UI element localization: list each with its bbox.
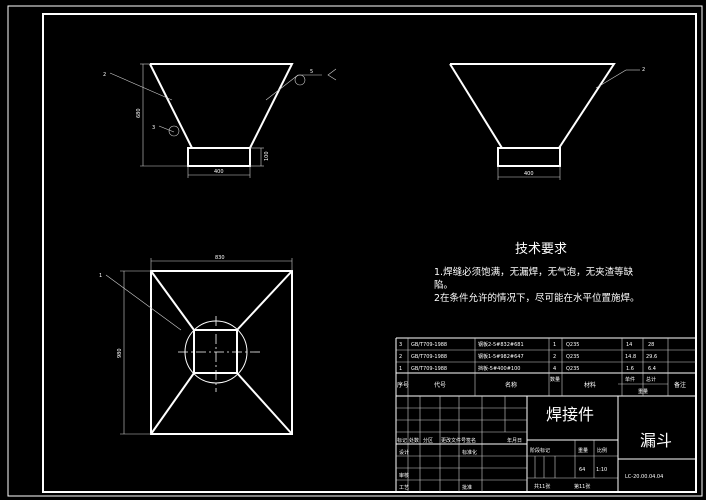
top-outer-rect xyxy=(150,270,293,435)
requirement-line-3: 2在条件允许的情况下，尽可能在水平位置施焊。 xyxy=(434,292,640,304)
height-dim: 680 xyxy=(136,108,142,118)
assembly-name: 焊接件 xyxy=(546,405,594,424)
bom-row-2-total: 29.6 xyxy=(646,354,657,360)
drawing-number: LC-20.00.04.04 xyxy=(625,474,663,480)
tb-label-design: 设计 xyxy=(399,449,409,456)
top-view: 830 980 1 xyxy=(99,255,293,435)
tb-label-scale: 比例 xyxy=(597,447,607,454)
bom-row-3-material: Q235 xyxy=(566,342,579,348)
bom-row-2-no: 2 xyxy=(399,354,402,360)
top-inner-square xyxy=(193,329,238,374)
requirement-line-1: 1.焊缝必须饱满，无漏焊，无气泡，无夹渣等缺 xyxy=(434,266,634,278)
tb-label-process: 工艺 xyxy=(399,485,409,491)
tb-label-standard: 标准化 xyxy=(462,449,477,456)
bom-row-1-unit: 1.6 xyxy=(626,366,634,372)
bom-header-code: 代号 xyxy=(434,381,446,389)
callout-3: 3 xyxy=(152,125,155,131)
bom-table: 3 GB/T709-1988 钢板2-5#832#681 1 Q235 14 2… xyxy=(395,337,696,492)
bom-row-1-qty: 4 xyxy=(553,366,556,372)
tb-label-count: 处数 xyxy=(409,437,419,444)
side-height-dim: 980 xyxy=(117,348,123,358)
tb-weight-value: 64 xyxy=(579,467,585,473)
bom-row-1-material: Q235 xyxy=(566,366,579,372)
tb-label-check: 审核 xyxy=(399,472,409,479)
bom-row-3-qty: 1 xyxy=(553,342,556,348)
tb-label-sign: 签名 xyxy=(466,437,476,444)
callout-5: 5 xyxy=(310,69,313,75)
bom-row-2-name: 钢板1-5#982#647 xyxy=(478,353,524,360)
bom-header-name: 名称 xyxy=(505,381,517,389)
bom-row-1-code: GB/T709-1988 xyxy=(411,366,447,372)
part-name: 漏斗 xyxy=(640,431,672,450)
funnel-neck xyxy=(187,147,251,167)
tb-sheet-no: 第11张 xyxy=(574,483,590,490)
inner-frame xyxy=(42,13,697,493)
bom-header-qty: 数量 xyxy=(550,376,560,383)
tb-sheets-total: 共11张 xyxy=(534,483,550,490)
bom-header-remark: 备注 xyxy=(674,381,686,389)
weld-symbol-circle xyxy=(168,125,180,137)
tb-label-weight: 重量 xyxy=(578,447,588,454)
bom-row-1-total: 6.4 xyxy=(648,366,656,372)
bom-row-2-unit: 14.8 xyxy=(625,354,636,360)
tb-label-zone: 分区 xyxy=(423,437,433,444)
bom-row-3-no: 3 xyxy=(399,342,402,348)
bom-row-3-unit: 14 xyxy=(626,342,632,348)
requirement-line-2: 陷。 xyxy=(434,279,453,291)
bom-row-2-material: Q235 xyxy=(566,354,579,360)
callout-1: 1 xyxy=(99,273,102,279)
bom-row-3-name: 钢板2-5#832#681 xyxy=(478,341,524,348)
tb-scale-value: 1:10 xyxy=(596,467,607,473)
tb-label-mark: 标记 xyxy=(397,437,407,444)
weld-tail-symbol xyxy=(327,68,337,81)
bom-row-1-no: 1 xyxy=(399,366,402,372)
bottom-width-dim: 400 xyxy=(214,169,224,175)
bom-header-single: 单件 xyxy=(625,376,635,383)
bom-header-weight: 重量 xyxy=(638,388,648,395)
front-view: 680 100 400 2 3 5 xyxy=(103,63,337,178)
leader-2 xyxy=(109,72,173,101)
outer-frame xyxy=(7,5,703,497)
tb-label-change-doc: 更改文件号 xyxy=(441,437,466,444)
leader-1 xyxy=(105,274,182,331)
side-funnel-body xyxy=(449,63,616,149)
tb-label-date: 年月日 xyxy=(507,437,522,444)
bom-header-total: 总计 xyxy=(646,376,656,383)
bom-row-3-code: GB/T709-1988 xyxy=(411,342,447,348)
top-width-dim: 830 xyxy=(215,255,225,261)
side-view: 400 2 xyxy=(449,63,645,180)
bom-row-3-total: 28 xyxy=(648,342,654,348)
bom-row-1-name: 挡板-5#400#100 xyxy=(478,365,520,372)
tb-label-approve: 批准 xyxy=(462,484,472,491)
bom-row-2-code: GB/T709-1988 xyxy=(411,354,447,360)
side-bottom-width-dim: 400 xyxy=(524,171,534,177)
neck-height-dim: 100 xyxy=(264,151,270,161)
technical-requirements: 技术要求 1.焊缝必须饱满，无漏焊，无气泡，无夹渣等缺 陷。 2在条件允许的情况… xyxy=(434,242,640,304)
bom-header-material: 材料 xyxy=(584,381,596,389)
side-funnel-neck xyxy=(497,147,561,167)
title-block: 标记 处数 分区 更改文件号 签名 年月日 设计 标准化 审核 工艺 批准 焊接… xyxy=(396,396,696,492)
requirements-title: 技术要求 xyxy=(515,242,567,257)
callout-2: 2 xyxy=(103,72,106,78)
tb-label-stage-mark: 阶段标记 xyxy=(530,447,550,454)
side-callout-2: 2 xyxy=(642,67,645,73)
bom-header-no: 序号 xyxy=(397,381,409,389)
bom-row-2-qty: 2 xyxy=(553,354,556,360)
